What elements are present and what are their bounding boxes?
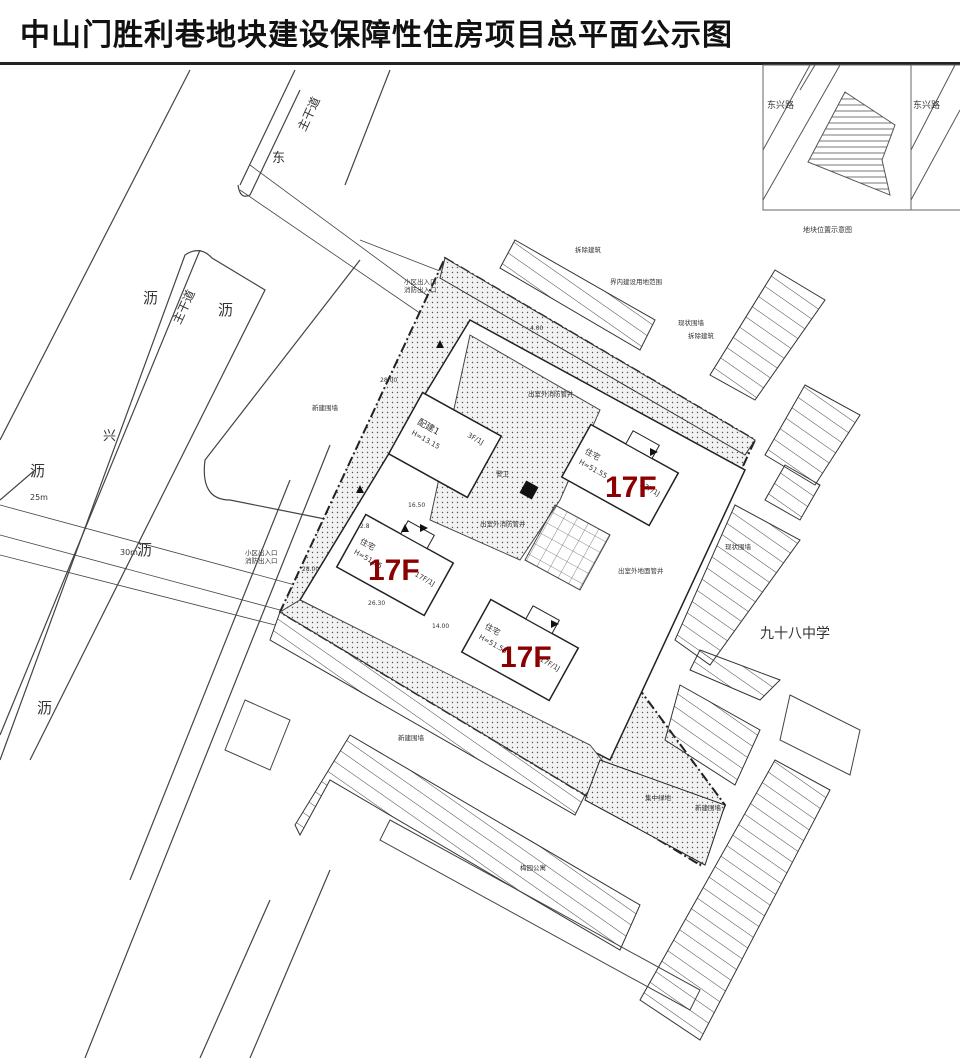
plan-label: 沥 [218, 301, 233, 319]
plan-label: 现状围墙 [725, 542, 752, 551]
plan-label: 出室外地面管井 [618, 566, 664, 575]
plan-label: 沥 [37, 699, 52, 717]
plan-label: 28.00 [302, 566, 319, 573]
plan-label: 30m [120, 548, 138, 557]
plan-label: 沥 [30, 462, 45, 480]
roads [0, 69, 451, 1058]
plan-label: 东兴路 [913, 99, 940, 111]
plan-label: 16.50 [408, 502, 425, 509]
plan-label: 拆除建筑 [575, 245, 602, 254]
plan-label: 25m [30, 493, 48, 502]
green-area [584, 759, 726, 866]
plan-label: 28.00 [380, 377, 397, 384]
floor-label-3: 17F [500, 641, 552, 674]
annotations: 拆除建筑 界内建设用地范围 现状围墙 拆除建筑 现状围墙 新建围墙 新建围墙 新… [245, 245, 830, 872]
title-divider [0, 62, 960, 65]
misc-outlines [224, 694, 861, 1011]
location-map: 东兴路 东兴路 地块位置示意图 [762, 64, 960, 234]
plan-label: 消防出入口 [245, 556, 278, 565]
entrance-triangle-icons [356, 340, 658, 628]
plan-label: 地块位置示意图 [803, 225, 852, 234]
plan-label: 消防出入口 [404, 285, 437, 294]
plan-label: 主干道 [170, 288, 198, 327]
residential-building-3: 住宅 H=51.55 17F/1J [460, 598, 580, 702]
plaza-grid [524, 504, 611, 591]
plan-label: 新建围墙 [398, 733, 425, 742]
dimensions: 28.00 28.00 4.00 16.50 26.30 14.00 2.8 [302, 325, 544, 630]
plan-label: 警卫 [496, 469, 510, 478]
plan-label: 小区出入口 [245, 548, 278, 557]
plan-label: 沥 [143, 289, 158, 307]
plan-label: 出室外消防管井 [480, 519, 526, 528]
plan-label: 现状围墙 [678, 318, 705, 327]
ancillary-building-1: 配建1 H=13.15 3F/1J [387, 391, 503, 499]
floor-label-2: 17F [368, 554, 420, 587]
plan-label: 集中绿地 [645, 793, 672, 802]
guard-booth-icon [519, 480, 539, 500]
north-strip [439, 257, 756, 456]
plan-label: 小区出入口 [404, 277, 437, 286]
neighbor-buildings [269, 239, 861, 1041]
plan-label: 九十八中学 [760, 626, 830, 642]
plan-label: 新建围墙 [312, 403, 339, 412]
plan-label: 26.30 [368, 600, 385, 607]
plan-label: 4.00 [530, 325, 544, 332]
plan-label: 新建围墙 [695, 803, 722, 812]
plan-label: 界内建设用地范围 [610, 277, 662, 286]
plan-label: 兴 [103, 429, 116, 444]
plan-label: 东兴路 [767, 99, 794, 111]
page-title: 中山门胜利巷地块建设保障性住房项目总平面公示图 [20, 18, 733, 53]
plan-label: 拆除建筑 [688, 331, 715, 340]
residential-building-2: 住宅 H=51.55 17F/1J [335, 513, 455, 617]
plan-label: 沥 [137, 541, 152, 559]
floor-label-1: 17F [605, 471, 657, 504]
paved-area [429, 334, 601, 561]
plan-label: 梅园公寓 [520, 863, 546, 872]
plan-label: 东 [272, 151, 285, 166]
plan-label: 14.00 [432, 623, 449, 630]
plan-label: 主干道 [295, 95, 323, 134]
plan-label: 出室外消防管井 [528, 389, 574, 398]
plan-label: 2.8 [360, 523, 370, 530]
